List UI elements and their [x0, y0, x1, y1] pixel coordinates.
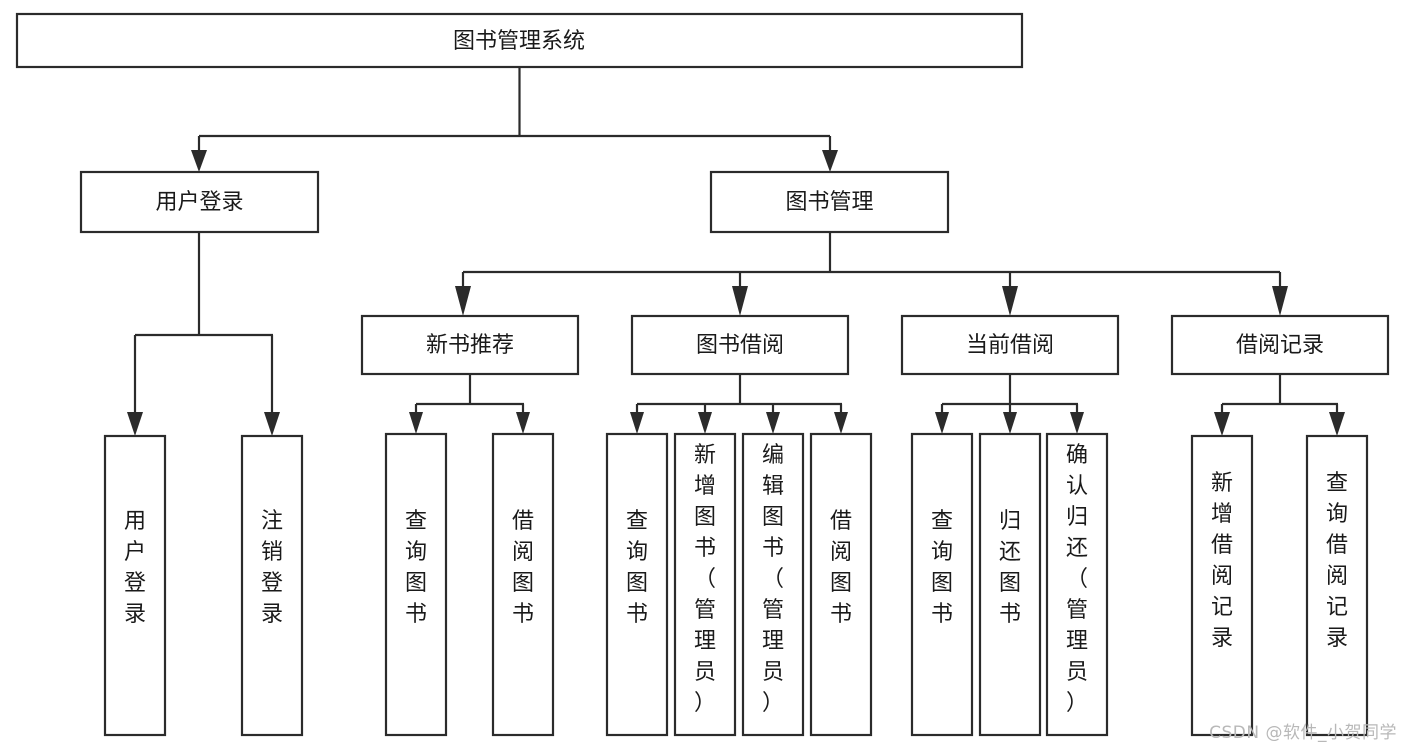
- node-new-book-rec-label: 新书推荐: [426, 333, 514, 358]
- arrow-head-leaf-return-book: [1003, 412, 1017, 434]
- node-new-book-rec-box[interactable]: [360, 314, 580, 376]
- connector-group-current-borrow: [935, 374, 1084, 434]
- node-leaf-user-login-label: 用户登录: [124, 509, 146, 627]
- node-leaf-logout-label: 注销登录: [261, 509, 283, 627]
- node-current-borrow[interactable]: 当前借阅: [900, 314, 1120, 376]
- node-leaf-borrow-book-1[interactable]: 借阅图书: [491, 432, 555, 737]
- node-book-manage[interactable]: 图书管理: [709, 170, 950, 234]
- node-user-login-label: 用户登录: [155, 190, 243, 215]
- node-leaf-query-book-2-label: 查询图书: [626, 509, 648, 627]
- node-leaf-user-login[interactable]: 用户登录: [103, 434, 167, 737]
- node-book-borrow-box[interactable]: [630, 314, 850, 376]
- connector-group-book-manage: [455, 232, 1288, 316]
- arrow-head-leaf-add-record: [1214, 412, 1230, 436]
- arrow-head-leaf-query-book-3: [935, 412, 949, 434]
- node-book-manage-label: 图书管理: [785, 190, 873, 215]
- arrow-head-leaf-query-record: [1329, 412, 1345, 436]
- node-leaf-add-book-label: 新增图书（管理员）: [694, 443, 716, 716]
- node-leaf-borrow-book-1-label: 借阅图书: [512, 509, 534, 627]
- arrow-head-leaf-logout: [264, 412, 280, 436]
- node-user-login-box[interactable]: [79, 170, 320, 234]
- csdn-watermark: CSDN @软件_小贺同学: [1209, 723, 1397, 743]
- arrow-head-leaf-confirm-return: [1070, 412, 1084, 434]
- arrow-head-book-manage: [822, 150, 838, 172]
- node-leaf-borrow-book-2[interactable]: 借阅图书: [809, 432, 873, 737]
- arrow-head-current-borrow: [1002, 286, 1018, 316]
- node-root[interactable]: 图书管理系统: [15, 12, 1024, 69]
- node-leaf-query-record-box[interactable]: [1305, 434, 1369, 737]
- node-new-book-rec[interactable]: 新书推荐: [360, 314, 580, 376]
- arrow-head-leaf-query-book-1: [409, 412, 423, 434]
- node-leaf-query-book-3[interactable]: 查询图书: [910, 432, 974, 737]
- node-borrow-record-box[interactable]: [1170, 314, 1390, 376]
- node-leaf-add-book-box[interactable]: [673, 432, 737, 737]
- node-leaf-return-book-box[interactable]: [978, 432, 1042, 737]
- node-leaf-return-book[interactable]: 归还图书: [978, 432, 1042, 737]
- arrow-head-leaf-borrow-book-2: [834, 412, 848, 434]
- connector-group-book-borrow: [630, 374, 848, 434]
- node-leaf-borrow-book-2-box[interactable]: [809, 432, 873, 737]
- node-leaf-add-record-label: 新增借阅记录: [1211, 471, 1233, 651]
- node-leaf-query-record-label: 查询借阅记录: [1326, 471, 1348, 651]
- arrow-head-book-borrow: [732, 286, 748, 316]
- node-user-login[interactable]: 用户登录: [79, 170, 320, 234]
- arrow-head-borrow-record: [1272, 286, 1288, 316]
- arrow-head-leaf-edit-book: [766, 412, 780, 434]
- connector-group-borrow-record: [1214, 374, 1345, 436]
- node-root-label: 图书管理系统: [453, 29, 585, 54]
- node-leaf-confirm-return-label: 确认归还（管理员）: [1066, 443, 1088, 716]
- node-leaf-borrow-book-1-box[interactable]: [491, 432, 555, 737]
- node-current-borrow-label: 当前借阅: [966, 333, 1054, 358]
- node-book-borrow-label: 图书借阅: [696, 333, 784, 358]
- node-leaf-logout-box[interactable]: [240, 434, 304, 737]
- node-leaf-borrow-book-2-label: 借阅图书: [830, 509, 852, 627]
- node-leaf-logout[interactable]: 注销登录: [240, 434, 304, 737]
- connector-group-user-login: [127, 232, 280, 436]
- node-leaf-edit-book[interactable]: 编辑图书（管理员）: [741, 432, 805, 737]
- node-leaf-query-book-3-box[interactable]: [910, 432, 974, 737]
- node-current-borrow-box[interactable]: [900, 314, 1120, 376]
- node-leaf-return-book-label: 归还图书: [999, 509, 1021, 627]
- node-root-box[interactable]: [15, 12, 1024, 69]
- node-leaf-query-book-2-box[interactable]: [605, 432, 669, 737]
- arrow-head-leaf-add-book: [698, 412, 712, 434]
- node-leaf-query-book-1-box[interactable]: [384, 432, 448, 737]
- node-leaf-user-login-box[interactable]: [103, 434, 167, 737]
- connector-group-root: [191, 67, 838, 172]
- node-leaf-query-book-3-label: 查询图书: [931, 509, 953, 627]
- arrow-head-user-login: [191, 150, 207, 172]
- node-book-manage-box[interactable]: [709, 170, 950, 234]
- node-leaf-add-record-box[interactable]: [1190, 434, 1254, 737]
- connector-group-new-book-rec: [409, 374, 530, 434]
- node-borrow-record-label: 借阅记录: [1236, 333, 1324, 358]
- node-borrow-record[interactable]: 借阅记录: [1170, 314, 1390, 376]
- node-leaf-query-book-1[interactable]: 查询图书: [384, 432, 448, 737]
- arrow-head-leaf-user-login: [127, 412, 143, 436]
- node-leaf-confirm-return-box[interactable]: [1045, 432, 1109, 737]
- node-leaf-query-record[interactable]: 查询借阅记录: [1305, 434, 1369, 737]
- arrow-head-leaf-query-book-2: [630, 412, 644, 434]
- node-leaf-add-record[interactable]: 新增借阅记录: [1190, 434, 1254, 737]
- node-leaf-confirm-return[interactable]: 确认归还（管理员）: [1045, 432, 1109, 737]
- node-leaf-edit-book-label: 编辑图书（管理员）: [762, 443, 784, 716]
- node-leaf-query-book-1-label: 查询图书: [405, 509, 427, 627]
- node-leaf-edit-book-box[interactable]: [741, 432, 805, 737]
- node-leaf-add-book[interactable]: 新增图书（管理员）: [673, 432, 737, 737]
- node-book-borrow[interactable]: 图书借阅: [630, 314, 850, 376]
- arrow-head-new-book-rec: [455, 286, 471, 316]
- node-leaf-query-book-2[interactable]: 查询图书: [605, 432, 669, 737]
- arrow-head-leaf-borrow-book-1: [516, 412, 530, 434]
